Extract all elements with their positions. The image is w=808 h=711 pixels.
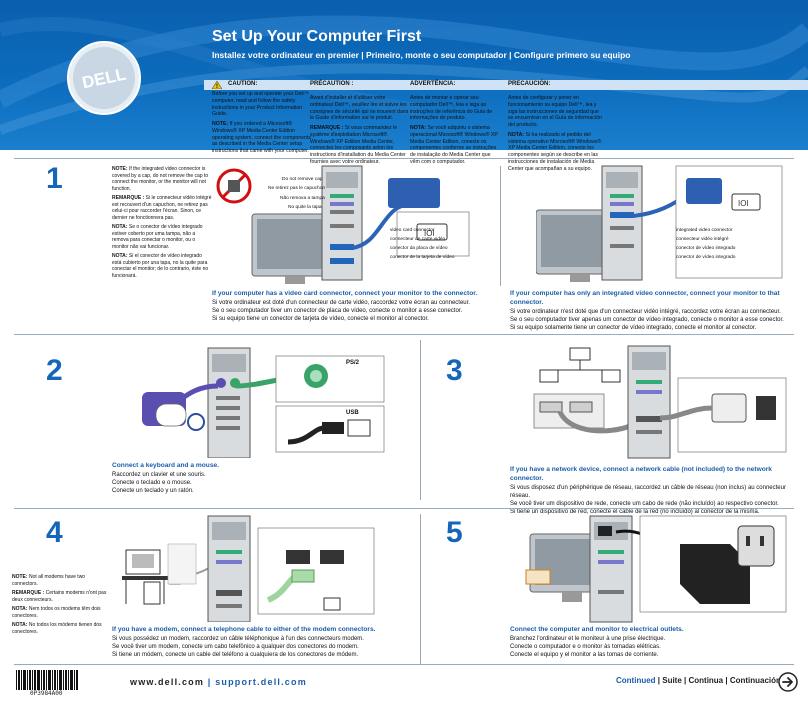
warning-body: Antes de configurar y poner en funcionam… <box>508 95 602 128</box>
caption-lead: If you have a network device, connect a … <box>510 466 772 482</box>
step1-video-card-illustration: IOI <box>216 165 470 284</box>
warning-note-label: NOTA: <box>410 125 427 131</box>
integrated-video-label-es: conector de vídeo integrado <box>676 255 736 260</box>
continued-label: Continued | Suite | Continua | Continuac… <box>616 676 781 685</box>
step1-caption-right: If your computer has only an integrated … <box>510 290 800 332</box>
header-swirl-decoration <box>0 15 808 135</box>
warning-heading: PRÉCAUTION : <box>310 81 354 87</box>
step-number-5: 5 <box>446 516 463 549</box>
warning-note: Si ha realizado el pedido del sistema op… <box>508 131 602 172</box>
step4-notes: NOTE: Not all modems have two connectors… <box>12 574 107 635</box>
warning-column-pt: ADVERTÊNCIA: Antes de montar e operar se… <box>410 81 500 169</box>
step3-caption: If you have a network device, connect a … <box>510 466 800 516</box>
warning-heading: ADVERTÊNCIA: <box>410 81 456 87</box>
svg-text:IOI: IOI <box>424 229 435 238</box>
step-number-1: 1 <box>46 162 63 195</box>
header-banner: DELL Set Up Your Computer First Installe… <box>0 0 808 150</box>
warning-note: Se você adquiriu o sistema operacional M… <box>410 125 498 165</box>
warning-heading-strip <box>204 80 808 90</box>
dell-url-link[interactable]: www.dell.com <box>130 677 205 687</box>
warning-note-label: REMARQUE : <box>310 125 344 131</box>
step-number-4: 4 <box>46 516 63 549</box>
footer-urls: www.dell.com | support.dell.com <box>130 677 307 687</box>
ps2-label: PS/2 <box>346 360 360 366</box>
integrated-video-label-pt: conector de vídeo integrado <box>676 246 736 251</box>
page-subtitle: Installez votre ordinateur en premier | … <box>212 50 631 60</box>
warning-heading: PRECAUCIÓN: <box>508 81 551 87</box>
step5-power-illustration <box>525 515 787 623</box>
caption-lead: Connect the computer and monitor to elec… <box>510 626 684 633</box>
caption-lead: Connect a keyboard and a mouse. <box>112 462 219 469</box>
caution-icon: ! <box>212 81 222 89</box>
step1-divider <box>500 166 501 286</box>
warning-heading: CAUTION: <box>228 81 258 87</box>
warning-body: Before you set up and operate your Dell™… <box>212 91 309 118</box>
section-divider <box>14 508 794 509</box>
step5-caption: Connect the computer and monitor to elec… <box>510 626 790 659</box>
step-number-2: 2 <box>46 354 63 387</box>
step4-caption: If you have a modem, connect a telephone… <box>112 626 412 659</box>
section-divider <box>14 334 794 335</box>
step-number-3: 3 <box>446 354 463 387</box>
warning-note-label: NOTA: <box>508 131 525 138</box>
warning-body-en: Before you set up and operate your Dell™… <box>212 91 316 158</box>
step2-keyboard-mouse-illustration <box>142 347 385 458</box>
warning-body: Avant d'installer et d'utiliser votre or… <box>310 95 409 122</box>
step4-divider <box>420 514 421 664</box>
warning-column-en: CAUTION: <box>228 81 318 95</box>
warning-note: If you ordered a Microsoft® Windows® XP … <box>212 121 311 154</box>
cap-label-es: No quite la tapa <box>288 205 322 210</box>
video-card-label-fr: connecteur de carte vidéo <box>390 237 446 242</box>
integrated-video-label-fr: connecteur vidéo intégré <box>676 237 729 242</box>
step4-modem-illustration <box>122 515 375 622</box>
video-card-label-en: video card connector <box>390 228 435 233</box>
cap-label-en: Do not remove cap <box>282 177 323 182</box>
step3-network-illustration <box>533 345 787 459</box>
warning-column-fr: PRÉCAUTION : Avant d'installer et d'util… <box>310 81 410 169</box>
svg-text:!: ! <box>216 84 218 89</box>
step2-caption: Connect a keyboard and a mouse. Raccorde… <box>112 462 402 495</box>
section-divider <box>14 158 794 159</box>
cap-label-pt: Não remova a tampa <box>280 196 325 201</box>
usb-label: USB <box>346 410 359 416</box>
integrated-video-label-en: integrated video connector <box>676 228 733 233</box>
page-title: Set Up Your Computer First <box>212 28 422 45</box>
svg-text:IOI: IOI <box>738 199 749 208</box>
warning-body: Antes de montar e operar seu computador … <box>410 95 493 122</box>
video-card-label-es: conector de la tarjeta de vídeo <box>390 255 455 260</box>
barcode-image <box>16 670 78 690</box>
step1-integrated-video-illustration: IOI <box>536 165 783 282</box>
next-page-arrow-icon[interactable] <box>778 672 798 692</box>
warning-column-es: PRECAUCIÓN: Antes de configurar y poner … <box>508 81 604 175</box>
warning-note-label: NOTE: <box>212 121 229 127</box>
caption-lead: If your computer has a video card connec… <box>212 290 478 297</box>
step1-caption-left: If your computer has a video card connec… <box>212 290 502 323</box>
caption-lead: If your computer has only an integrated … <box>510 290 780 306</box>
dell-logo: DELL <box>67 41 141 115</box>
warning-note: Si vous commandez le système d'exploitat… <box>310 125 406 165</box>
support-url-link[interactable]: support.dell.com <box>215 677 307 687</box>
cap-label-fr: Ne retirez pas le capuchon <box>268 186 326 191</box>
barcode-number: 0P3984A00 <box>30 690 63 697</box>
caption-lead: If you have a modem, connect a telephone… <box>112 626 376 633</box>
footer-divider <box>14 664 794 665</box>
video-card-label-pt: conector da placa de vídeo <box>390 246 448 251</box>
step1-notes: NOTE: If the integrated video connector … <box>112 166 212 279</box>
step2-divider <box>420 340 421 500</box>
